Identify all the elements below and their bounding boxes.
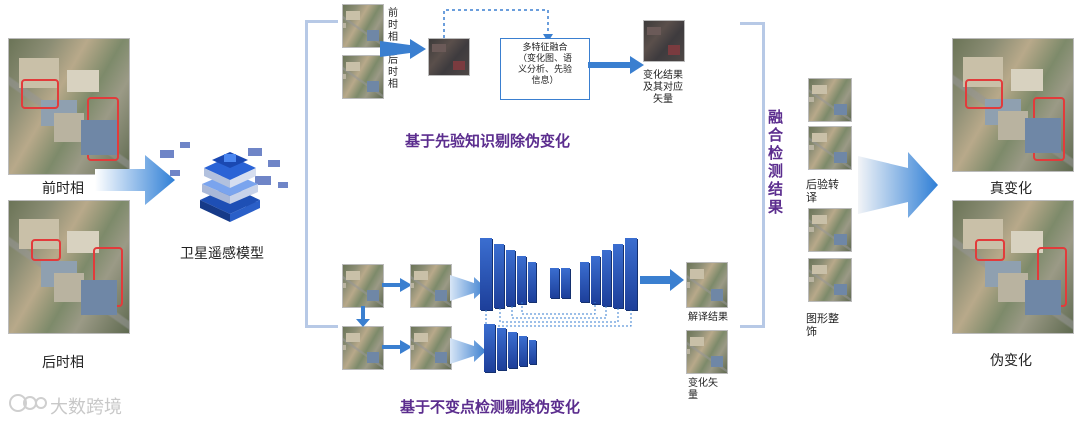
middle-right-bracket [740,22,765,328]
funnel-arrow-bottom [450,338,486,364]
network-layer [591,256,600,304]
network-layer [529,340,536,364]
network-layer [519,336,527,366]
change-vector-label: 变化矢 量 [688,378,718,402]
pseudo-change-label: 伪变化 [990,350,1032,370]
network-output-arrow [640,268,684,292]
change-outline [965,79,1003,109]
network-layer [484,324,495,372]
output-arrow [858,150,938,220]
post-thumb-2 [808,126,852,170]
fusion-box-text: 多特征融合 （变化图、语 义分析、先验 信息） [501,43,589,87]
change-vector-thumb [686,330,728,374]
watermark-text: 大数跨境 [50,393,122,419]
network-layer [497,328,506,370]
bottom-feature-thumb-1 [410,264,452,308]
before-phase-label: 前时相 [42,178,84,198]
interpretation-result-thumb [686,262,728,308]
network-layer [506,250,515,306]
change-result-vector-label: 变化结果 及其对应 矢量 [643,70,683,106]
top-after-thumb [342,55,384,99]
network-layer [613,244,623,308]
network-layer [602,250,611,306]
prior-knowledge-title: 基于先验知识剔除伪变化 [405,130,570,151]
top-merge-arrow [380,35,430,65]
true-change-image [952,38,1074,172]
change-outline [31,239,61,261]
skip-connections [480,300,640,330]
change-outline [93,247,123,307]
down-arrow [356,306,370,328]
satellite-model-label: 卫星遥感模型 [180,243,264,263]
post-thumb-4 [808,258,852,302]
satellite-model-icon [150,130,300,230]
network-layer [528,262,536,302]
graphic-edit-label: 图形整 饰 [806,312,839,338]
after-phase-label: 后时相 [42,352,84,372]
bottom-before-thumb [342,264,384,308]
fusion-output-arrow [588,55,644,75]
change-outline [975,239,1005,261]
right-arrow-top [382,278,412,292]
fusion-detection-label: 融 合 检 测 结 果 [768,108,786,216]
bottom-after-thumb [342,326,384,370]
post-verify-label: 后验转 译 [806,178,839,204]
network-layer [580,262,589,302]
true-change-label: 真变化 [990,178,1032,198]
change-outline [1033,97,1065,161]
change-outline [87,97,119,161]
middle-left-bracket [305,20,338,328]
invariant-point-title: 基于不变点检测剔除伪变化 [400,396,580,417]
top-result-thumb [643,20,685,62]
top-before-thumb [342,4,384,48]
network-layer [494,244,504,308]
network-layer [517,256,526,304]
change-outline [1037,247,1067,307]
network-layer [550,268,559,298]
watermark-logo-icon [8,392,50,414]
pseudo-change-image [952,200,1074,334]
fusion-box: 多特征融合 （变化图、语 义分析、先验 信息） [500,38,590,100]
right-arrow-bottom [382,340,412,354]
network-layer [561,268,570,298]
network-layer [508,332,517,368]
interpretation-result-label: 解译结果 [688,312,728,324]
post-thumb-3 [808,208,852,252]
post-thumb-1 [808,78,852,122]
change-outline [21,79,59,109]
bottom-feature-thumb-2 [410,326,452,370]
after-phase-image [8,200,130,334]
